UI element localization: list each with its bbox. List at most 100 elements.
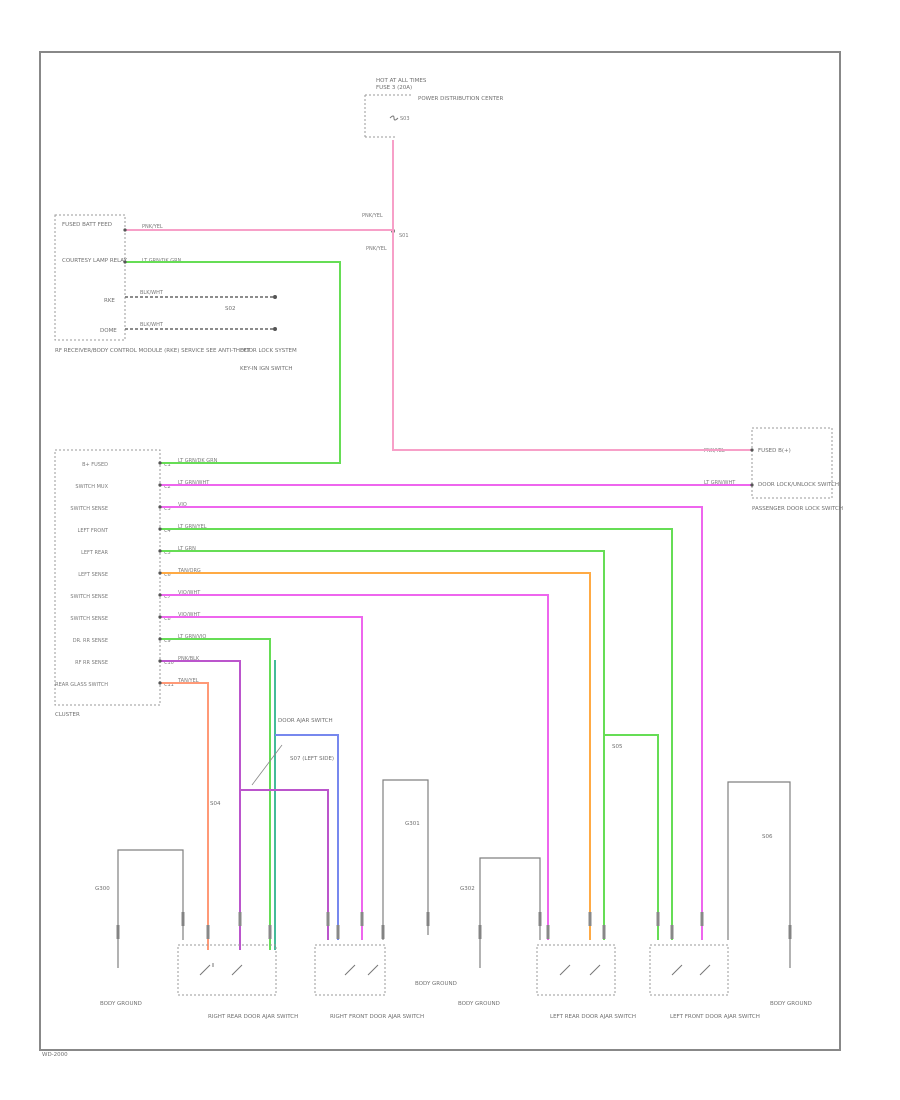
wire-label-c8: VIO/WHT — [178, 612, 201, 618]
pin-number-1: C1 — [164, 462, 171, 468]
terminal-dot-13 — [158, 659, 162, 663]
ground-path-g302 — [479, 857, 541, 968]
terminal-dot-11 — [158, 615, 162, 619]
cluster-pin-1: B+ FUSED — [82, 462, 108, 468]
connector-hash-14 — [602, 925, 606, 939]
s02-label: S02 — [225, 306, 236, 312]
fuse-block-left-label: FUSED BATT FEED — [62, 222, 112, 228]
cluster-box — [54, 449, 161, 706]
pin-number-4: C4 — [164, 528, 171, 534]
ground-path-g301 — [382, 779, 429, 940]
switch-glyph-3 — [344, 964, 379, 976]
cluster-pin-2: SWITCH MUX — [75, 484, 108, 490]
wire-label-c4: LT GRN/YEL — [178, 524, 207, 530]
cluster-pin-10: RF RR SENSE — [75, 660, 108, 666]
door-lock-system-label: DOOR LOCK SYSTEM — [240, 348, 297, 354]
s05-label: S05 — [612, 744, 623, 750]
wire-blue-splice — [275, 734, 339, 940]
rf-receiver-label: RF RECEIVER/BODY CONTROL MODULE (RKE) SE… — [55, 348, 251, 354]
right-rear-switch-box — [177, 944, 277, 996]
wire-green-lf — [604, 734, 659, 940]
wire-cluster-h — [160, 616, 363, 940]
pin-number-3: C3 — [164, 506, 171, 512]
cluster-pin-4: LEFT FRONT — [78, 528, 109, 534]
splice-leader-line — [251, 744, 283, 786]
terminal-dot-1 — [123, 260, 127, 264]
cluster-pin-8: SWITCH SENSE — [70, 616, 108, 622]
wire-label-rf-1: PNK/YEL — [142, 224, 163, 230]
connector-hash-7 — [360, 912, 364, 926]
cluster-pin-7: SWITCH SENSE — [70, 594, 108, 600]
pin-number-10: C10 — [164, 660, 174, 666]
cluster-pin-list: B+ FUSED SWITCH MUX SWITCH SENSE LEFT FR… — [55, 462, 109, 688]
body-ground-2-label: BODY GROUND — [415, 981, 457, 987]
wire-cluster-f — [160, 572, 591, 940]
left-rear-switch-box — [536, 944, 616, 996]
wire-label-c10: PNK/BLK — [178, 656, 200, 662]
terminal-dot-5 — [158, 483, 162, 487]
ground-path-g300 — [117, 849, 184, 968]
connector-hash-17 — [700, 912, 704, 926]
passenger-switch-label: PASSENGER DOOR LOCK SWITCH — [752, 506, 843, 512]
passenger-switch-box — [751, 427, 833, 499]
ground-g301-label: G301 — [405, 821, 420, 827]
wire-cluster-e — [160, 550, 605, 940]
wire-label-c7: VIO/WHT — [178, 590, 201, 596]
courtesy-lamp-relay-label: COURTESY LAMP RELAY — [62, 258, 128, 264]
wire-cluster-j — [160, 660, 241, 950]
terminal-dot-4 — [158, 461, 162, 465]
switch-glyph-1 — [199, 963, 214, 976]
terminal-dot-14 — [158, 681, 162, 685]
terminal-dot-8 — [158, 549, 162, 553]
cluster-label: CLUSTER — [55, 712, 80, 718]
door-lock-unlock-label: DOOR LOCK/UNLOCK SWITCH — [758, 482, 839, 488]
hot-at-all-times-label: HOT AT ALL TIMES — [376, 78, 427, 84]
diagram-frame — [39, 51, 841, 1051]
wire-label-c5: LT GRN — [178, 546, 196, 552]
power-distribution-box — [364, 94, 413, 138]
switch-glyph-2 — [231, 964, 243, 976]
door-ajar-label: DOOR AJAR SWITCH — [278, 718, 333, 724]
ground-path-g303 — [727, 781, 791, 968]
pin-number-9: C9 — [164, 638, 171, 644]
cluster-pin-6: LEFT SENSE — [78, 572, 108, 578]
key-in-ign-label: KEY-IN IGN SWITCH — [240, 366, 293, 372]
wire-label-c3: VIO — [178, 502, 187, 508]
pin-number-7: C7 — [164, 594, 171, 600]
wire-rf-green — [125, 261, 341, 464]
cluster-pin-numbers: C1 C2 C3 C4 C5 C6 C7 C8 C9 C10 C11 — [164, 462, 174, 688]
right-rear-ajar-label: RIGHT REAR DOOR AJAR SWITCH — [208, 1014, 298, 1020]
switch-glyph-5 — [671, 964, 711, 976]
pin-number-11: C11 — [164, 682, 174, 688]
splice-s01-label: S01 — [399, 233, 409, 239]
pin-number-8: C8 — [164, 616, 171, 622]
dome-terminal — [273, 327, 277, 331]
wire-cluster-g — [160, 594, 549, 940]
cluster-pin-5: LEFT REAR — [81, 550, 108, 556]
cluster-pin-11: REAR GLASS SWITCH — [55, 682, 108, 688]
wire-label-c6: TAN/ORG — [177, 568, 201, 574]
rke-terminal — [273, 295, 277, 299]
rf-receiver-box — [54, 214, 126, 341]
connector-hash-12 — [546, 925, 550, 939]
wire-label-top-1: PNK/YEL — [362, 213, 383, 219]
terminal-dot-12 — [158, 637, 162, 641]
ground-g302-label: G302 — [460, 886, 475, 892]
wire-label-c1: LT GRN/DK GRN — [178, 458, 218, 464]
power-distribution-label: POWER DISTRIBUTION CENTER — [418, 96, 504, 102]
left-splice-label: S07 (LEFT SIDE) — [290, 756, 334, 762]
fused-b-plus-label: FUSED B(+) — [758, 448, 791, 454]
connector-hash-15 — [656, 912, 660, 926]
body-ground-4-label: BODY GROUND — [770, 1001, 812, 1007]
wire-label-pass-2: LT GRN/WHT — [704, 480, 736, 486]
wire-cluster-d — [160, 528, 673, 940]
connector-hash-2 — [206, 925, 210, 939]
cluster-pin-3: SWITCH SENSE — [70, 506, 108, 512]
terminal-dot-0 — [123, 228, 127, 232]
fuse-ref-label: FUSE 3 (20A) — [376, 85, 412, 91]
rke-label: RKE — [104, 298, 115, 304]
connector-hash-3 — [238, 912, 242, 926]
terminal-dot-9 — [158, 571, 162, 575]
terminal-dot-7 — [158, 527, 162, 531]
